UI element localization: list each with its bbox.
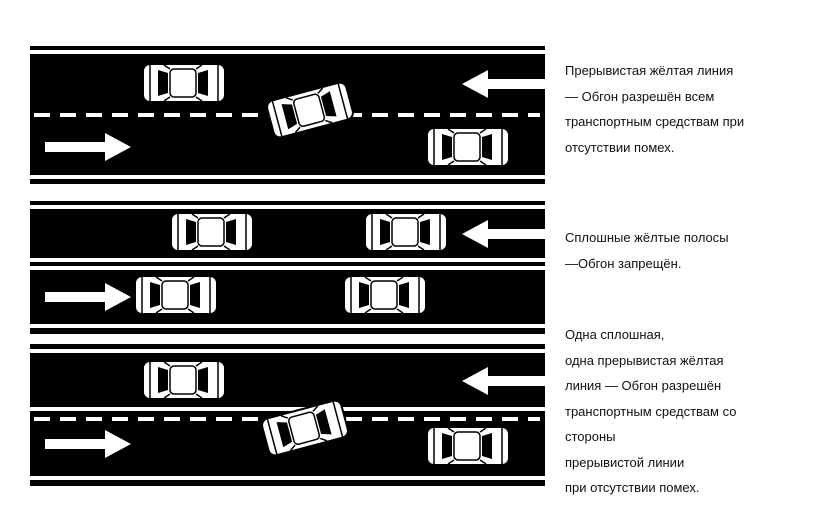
caption-solid-and-dashed-line: Одна сплошная, одна прерывистая жёлтая л…	[565, 322, 736, 501]
car-icon	[343, 275, 427, 315]
car-icon	[142, 63, 226, 103]
caption-line: Одна сплошная,	[565, 327, 665, 342]
caption-line: — Обгон разрешён всем	[565, 88, 715, 104]
road-edge-line-bottom	[30, 476, 545, 480]
caption-line: —Обгон запрещён.	[565, 255, 682, 271]
caption-dashed-line: Прерывистая жёлтая линия — Обгон разрешё…	[565, 58, 744, 160]
solid-center-line-bottom	[30, 266, 545, 270]
road-edge-line-bottom	[30, 324, 545, 328]
solid-center-line	[30, 407, 545, 411]
panel-double-solid-line	[30, 201, 548, 334]
caption-line: прерывистой линии	[565, 454, 685, 470]
caption-line: одна прерывистая жёлтая	[565, 352, 724, 368]
caption-line: отсутствии помех.	[565, 139, 675, 155]
caption-line: стороны	[565, 429, 616, 444]
car-icon	[134, 275, 218, 315]
caption-line: Прерывистая жёлтая линия	[565, 63, 734, 78]
road-edge-line-bottom	[30, 175, 545, 179]
car-icon	[364, 212, 448, 252]
caption-line: транспортным средствам при	[565, 114, 745, 129]
caption-line: при отсутствии помех.	[565, 480, 700, 495]
car-icon	[142, 360, 226, 400]
panel-dashed-line	[30, 46, 548, 184]
car-icon	[426, 426, 510, 466]
road-edge-line-top	[30, 50, 545, 54]
road-edge-line-top	[30, 349, 545, 353]
caption-line: Сплошные жёлтые полосы	[565, 230, 729, 245]
car-icon	[170, 212, 254, 252]
caption-double-solid-line: Сплошные жёлтые полосы —Обгон запрещён.	[565, 225, 729, 276]
solid-center-line-top	[30, 258, 545, 262]
road-edge-line-top	[30, 205, 545, 209]
caption-line: транспортным средствам со	[565, 403, 737, 419]
caption-line: линия — Обгон разрешён	[565, 378, 722, 393]
panel-solid-and-dashed-line	[30, 344, 548, 486]
car-icon	[426, 127, 510, 167]
